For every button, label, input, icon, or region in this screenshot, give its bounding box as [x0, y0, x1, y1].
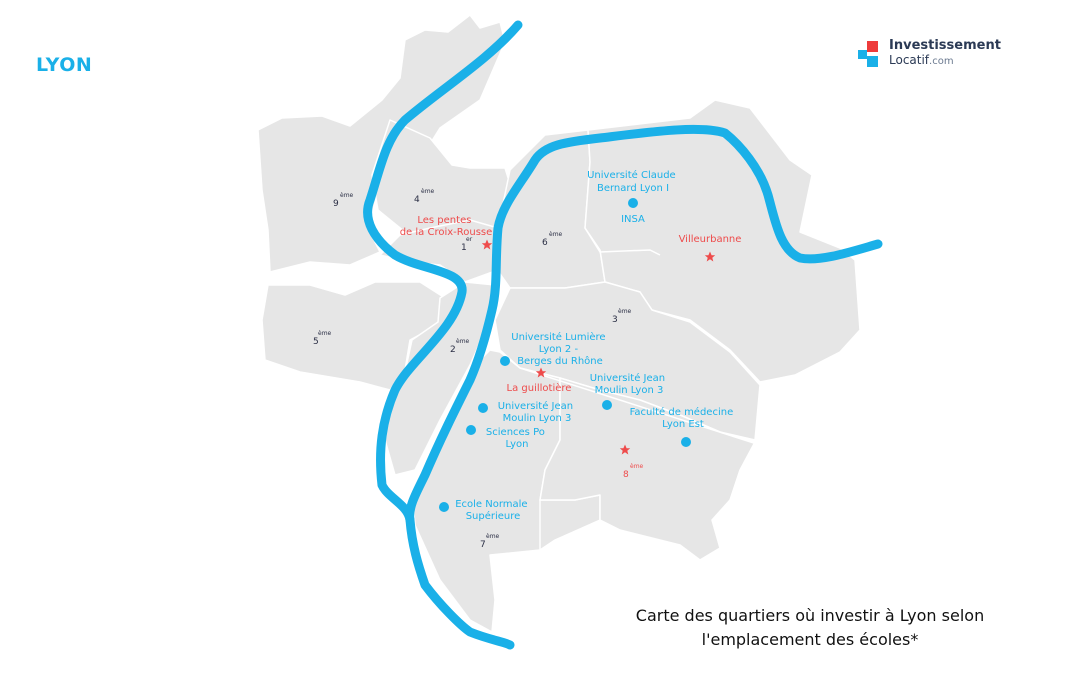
border-line-1 — [584, 227, 661, 256]
school-labels: Université Claude Bernard Lyon I INSA Un… — [455, 169, 737, 522]
logo-squares-icon — [858, 41, 878, 67]
school-dot-icon[interactable] — [466, 425, 476, 435]
school-lyon3-west[interactable]: Université Jean Moulin Lyon 3 — [498, 400, 577, 424]
brand-logo[interactable]: Investissement Locatif.com — [858, 38, 1018, 72]
map-caption: Carte des quartiers où investir à Lyon s… — [590, 604, 1030, 652]
arr-num-4: 4 — [414, 195, 420, 205]
arr-sup-2: ème — [456, 338, 470, 345]
rivers — [363, 20, 883, 650]
arr-num-6: 6 — [542, 238, 548, 248]
star-icon[interactable] — [619, 444, 631, 455]
school-ens-line1: Ecole Normale — [455, 499, 527, 510]
school-medecine[interactable]: Faculté de médecine Lyon Est — [630, 406, 737, 430]
inner-borders — [519, 227, 761, 560]
school-dot-icon[interactable] — [478, 403, 488, 413]
school-sciences-po[interactable]: Sciences Po Lyon — [486, 427, 548, 450]
arr-num-9: 9 — [333, 199, 339, 209]
arr-sup-5: ème — [318, 330, 332, 337]
arr-num-2: 2 — [450, 345, 456, 355]
logo-text-suffix: .com — [929, 56, 954, 67]
school-lyon3-east[interactable]: Université Jean Moulin Lyon 3 — [590, 372, 669, 396]
logo-text-main: Investissement — [889, 38, 1001, 53]
school-ucbl-line2: Bernard Lyon I — [597, 183, 669, 194]
school-dot-icon[interactable] — [500, 356, 510, 366]
school-markers — [439, 198, 691, 512]
border-line-2 — [519, 367, 761, 446]
arr-sup-6: ème — [549, 231, 563, 238]
river-rhone[interactable] — [405, 124, 883, 525]
arr-shape-8[interactable] — [539, 377, 756, 561]
school-lyon3-west-line2: Moulin Lyon 3 — [503, 413, 572, 424]
neighborhood-croix-rousse[interactable]: Les pentes de la Croix-Rousse — [400, 215, 493, 238]
school-sciences-po-line2: Lyon — [505, 439, 528, 450]
school-ucbl-line1: Université Claude — [587, 169, 676, 181]
school-lyon3-east-line2: Moulin Lyon 3 — [595, 385, 664, 396]
river-saone[interactable] — [363, 20, 523, 650]
page-title: LYON — [36, 54, 93, 76]
school-dot-icon[interactable] — [602, 400, 612, 410]
arr-sup-4: ème — [421, 188, 435, 195]
logo-text-sub: Locatif.com — [889, 53, 954, 67]
arrondissement-shapes — [257, 14, 861, 633]
arr-shape-9[interactable] — [257, 14, 506, 273]
school-lyon2[interactable]: Université Lumière Lyon 2 - Berges du Rh… — [511, 331, 609, 367]
arr-shape-5[interactable] — [261, 281, 446, 391]
school-medecine-line2: Lyon Est — [662, 419, 704, 430]
arr-sup-9: ème — [340, 192, 354, 199]
arr-sup-8: ème — [630, 463, 644, 470]
school-lyon2-line3: Berges du Rhône — [517, 355, 603, 367]
neighborhood-guillotiere[interactable]: La guillotière — [507, 382, 572, 394]
school-sciences-po-line1: Sciences Po — [486, 427, 545, 438]
arr-num-5: 5 — [313, 337, 319, 347]
school-dot-icon[interactable] — [439, 502, 449, 512]
school-ens-line2: Supérieure — [466, 510, 521, 522]
school-medecine-line1: Faculté de médecine — [630, 406, 734, 418]
school-lyon2-line2: Lyon 2 - — [539, 344, 579, 355]
school-lyon2-line1: Université Lumière — [511, 331, 605, 343]
neighborhood-croix-rousse-line2: de la Croix-Rousse — [400, 227, 493, 238]
logo-text-locatif: Locatif — [889, 53, 930, 67]
star-icon[interactable] — [535, 367, 547, 378]
neighborhood-villeurbanne[interactable]: Villeurbanne — [679, 234, 742, 245]
arr-shape-villeurbanne[interactable] — [584, 99, 861, 383]
arr-num-7: 7 — [480, 540, 486, 550]
caption-line-1: Carte des quartiers où investir à Lyon s… — [635, 606, 985, 625]
arr-num-1: 1 — [461, 243, 467, 253]
neighborhood-labels: Les pentes de la Croix-Rousse Villeurban… — [400, 215, 742, 394]
caption-line-2: l'emplacement des écoles* — [701, 630, 919, 649]
school-ucbl[interactable]: Université Claude Bernard Lyon I — [587, 169, 679, 194]
arr-sup-7: ème — [486, 533, 500, 540]
school-dot-icon[interactable] — [628, 198, 638, 208]
school-insa[interactable]: INSA — [621, 214, 645, 225]
neighborhood-croix-rousse-line1: Les pentes — [417, 215, 471, 226]
school-dot-icon[interactable] — [681, 437, 691, 447]
neighborhood-markers — [481, 239, 716, 455]
arr-sup-3: ème — [618, 308, 632, 315]
arr-label-1: 1er — [461, 236, 473, 253]
school-lyon3-west-line1: Université Jean — [498, 400, 573, 412]
school-ens[interactable]: Ecole Normale Supérieure — [455, 499, 531, 522]
school-lyon3-east-line1: Université Jean — [590, 372, 665, 384]
arr-num-3: 3 — [612, 315, 618, 325]
arr-num-8: 8 — [623, 470, 629, 480]
star-icon[interactable] — [704, 251, 716, 262]
arr-sup-1: er — [466, 236, 473, 243]
star-icon[interactable] — [481, 239, 493, 250]
